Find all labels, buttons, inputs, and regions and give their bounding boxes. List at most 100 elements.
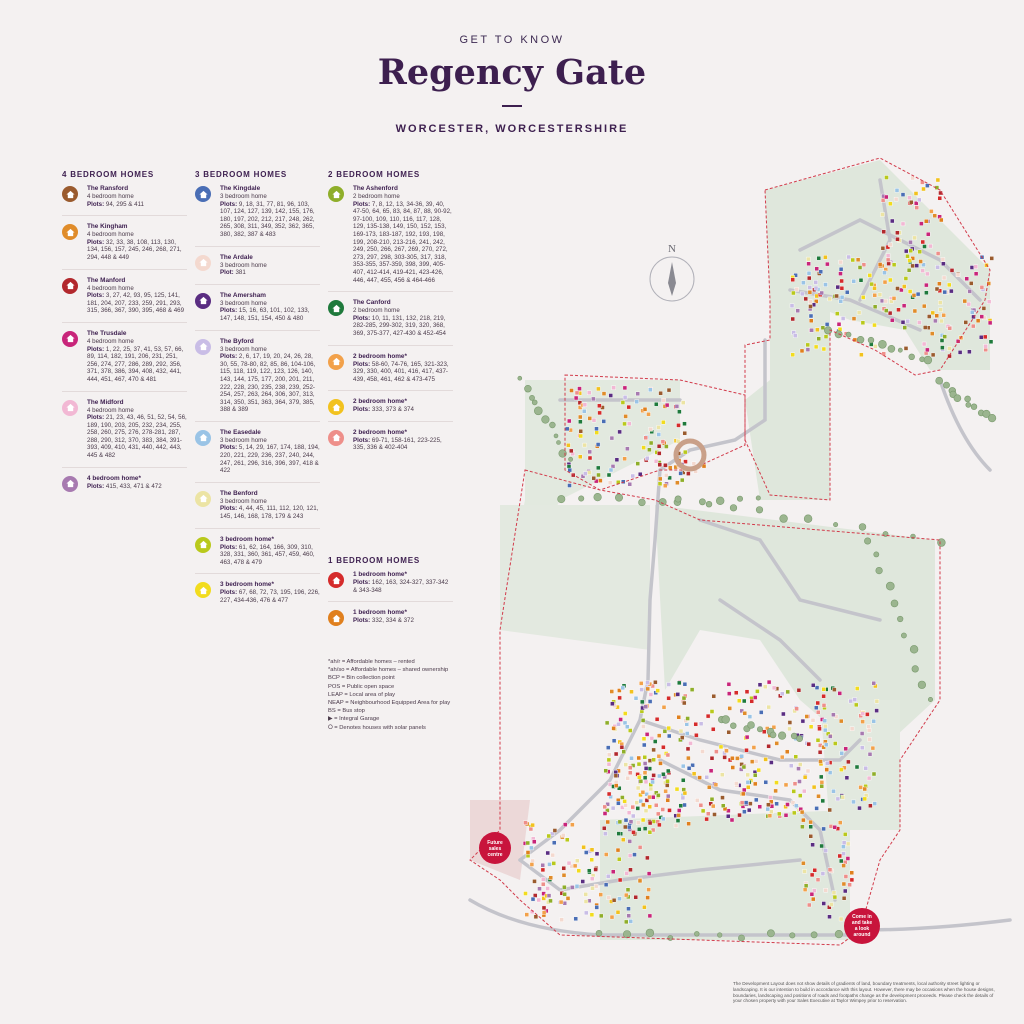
- house-plot[interactable]: [605, 808, 610, 813]
- house-plot[interactable]: [902, 325, 907, 330]
- house-plot[interactable]: [884, 308, 889, 313]
- house-plot[interactable]: [662, 729, 668, 734]
- house-plot[interactable]: [963, 320, 968, 325]
- house-plot[interactable]: [940, 345, 945, 350]
- house-plot[interactable]: [885, 244, 891, 250]
- house-plot[interactable]: [824, 742, 829, 747]
- house-plot[interactable]: [570, 885, 575, 890]
- site-plan-map[interactable]: N Future sales centre Come in and take a…: [460, 150, 1024, 990]
- house-plot[interactable]: [912, 235, 917, 241]
- house-plot[interactable]: [941, 275, 947, 281]
- house-plot[interactable]: [914, 263, 919, 268]
- house-plot[interactable]: [867, 737, 872, 742]
- house-plot[interactable]: [884, 194, 889, 200]
- house-plot[interactable]: [872, 801, 877, 806]
- house-plot[interactable]: [654, 402, 659, 407]
- house-plot[interactable]: [658, 476, 663, 482]
- house-plot[interactable]: [891, 296, 897, 301]
- house-plot[interactable]: [750, 759, 755, 764]
- house-plot[interactable]: [584, 910, 589, 916]
- house-plot[interactable]: [675, 818, 681, 823]
- house-plot[interactable]: [677, 808, 682, 813]
- house-plot[interactable]: [769, 799, 774, 804]
- house-plot[interactable]: [787, 720, 793, 725]
- house-plot[interactable]: [656, 811, 661, 817]
- house-plot[interactable]: [866, 728, 872, 733]
- house-plot[interactable]: [562, 885, 567, 890]
- house-plot[interactable]: [693, 722, 698, 727]
- house-plot[interactable]: [810, 842, 815, 847]
- house-plot[interactable]: [838, 271, 843, 276]
- house-plot[interactable]: [856, 310, 862, 315]
- house-plot[interactable]: [860, 320, 866, 325]
- house-plot[interactable]: [880, 212, 885, 217]
- house-plot[interactable]: [541, 896, 546, 901]
- house-plot[interactable]: [794, 287, 799, 292]
- house-plot[interactable]: [762, 729, 767, 734]
- house-plot[interactable]: [989, 256, 994, 261]
- house-plot[interactable]: [900, 192, 906, 197]
- house-plot[interactable]: [838, 299, 843, 304]
- house-plot[interactable]: [541, 910, 547, 915]
- house-plot[interactable]: [720, 795, 725, 800]
- house-plot[interactable]: [706, 811, 711, 816]
- house-plot[interactable]: [913, 191, 919, 196]
- house-plot[interactable]: [937, 281, 942, 286]
- house-plot[interactable]: [739, 800, 745, 805]
- house-plot[interactable]: [641, 445, 646, 450]
- house-plot[interactable]: [845, 856, 851, 861]
- house-plot[interactable]: [859, 731, 865, 736]
- house-plot[interactable]: [658, 391, 663, 396]
- house-plot[interactable]: [532, 879, 537, 884]
- house-plot[interactable]: [820, 798, 825, 804]
- house-plot[interactable]: [808, 299, 813, 304]
- house-plot[interactable]: [617, 896, 622, 901]
- house-plot[interactable]: [634, 800, 639, 805]
- house-plot[interactable]: [909, 199, 914, 205]
- house-plot[interactable]: [683, 459, 688, 464]
- house-plot[interactable]: [817, 726, 822, 731]
- house-plot[interactable]: [836, 322, 842, 327]
- house-plot[interactable]: [606, 757, 612, 763]
- house-plot[interactable]: [647, 766, 652, 771]
- house-plot[interactable]: [796, 766, 801, 771]
- house-plot[interactable]: [753, 781, 758, 787]
- house-plot[interactable]: [891, 262, 897, 267]
- house-plot[interactable]: [903, 276, 909, 281]
- house-plot[interactable]: [726, 814, 731, 819]
- house-plot[interactable]: [811, 896, 816, 902]
- house-plot[interactable]: [870, 745, 876, 751]
- house-plot[interactable]: [798, 793, 803, 798]
- house-plot[interactable]: [626, 913, 631, 918]
- house-plot[interactable]: [799, 809, 805, 815]
- house-plot[interactable]: [923, 325, 928, 330]
- house-plot[interactable]: [819, 780, 825, 785]
- house-plot[interactable]: [598, 478, 603, 483]
- house-plot[interactable]: [524, 912, 529, 917]
- house-plot[interactable]: [594, 478, 599, 484]
- house-plot[interactable]: [815, 327, 820, 332]
- house-plot[interactable]: [653, 739, 658, 744]
- house-plot[interactable]: [606, 895, 611, 900]
- house-plot[interactable]: [801, 280, 806, 285]
- house-plot[interactable]: [607, 752, 612, 757]
- house-plot[interactable]: [810, 718, 816, 723]
- house-plot[interactable]: [843, 832, 848, 837]
- house-plot[interactable]: [608, 393, 613, 398]
- house-plot[interactable]: [924, 219, 929, 224]
- house-plot[interactable]: [624, 919, 629, 925]
- house-plot[interactable]: [894, 188, 900, 193]
- house-plot[interactable]: [529, 909, 535, 914]
- house-plot[interactable]: [643, 779, 649, 785]
- house-plot[interactable]: [914, 205, 919, 210]
- house-plot[interactable]: [653, 680, 658, 685]
- house-plot[interactable]: [872, 304, 878, 309]
- house-plot[interactable]: [791, 789, 796, 794]
- house-plot[interactable]: [910, 175, 915, 181]
- house-plot[interactable]: [667, 733, 672, 739]
- house-plot[interactable]: [632, 852, 637, 857]
- house-plot[interactable]: [823, 724, 828, 729]
- house-plot[interactable]: [611, 869, 616, 874]
- house-plot[interactable]: [823, 848, 828, 853]
- house-plot[interactable]: [849, 726, 855, 731]
